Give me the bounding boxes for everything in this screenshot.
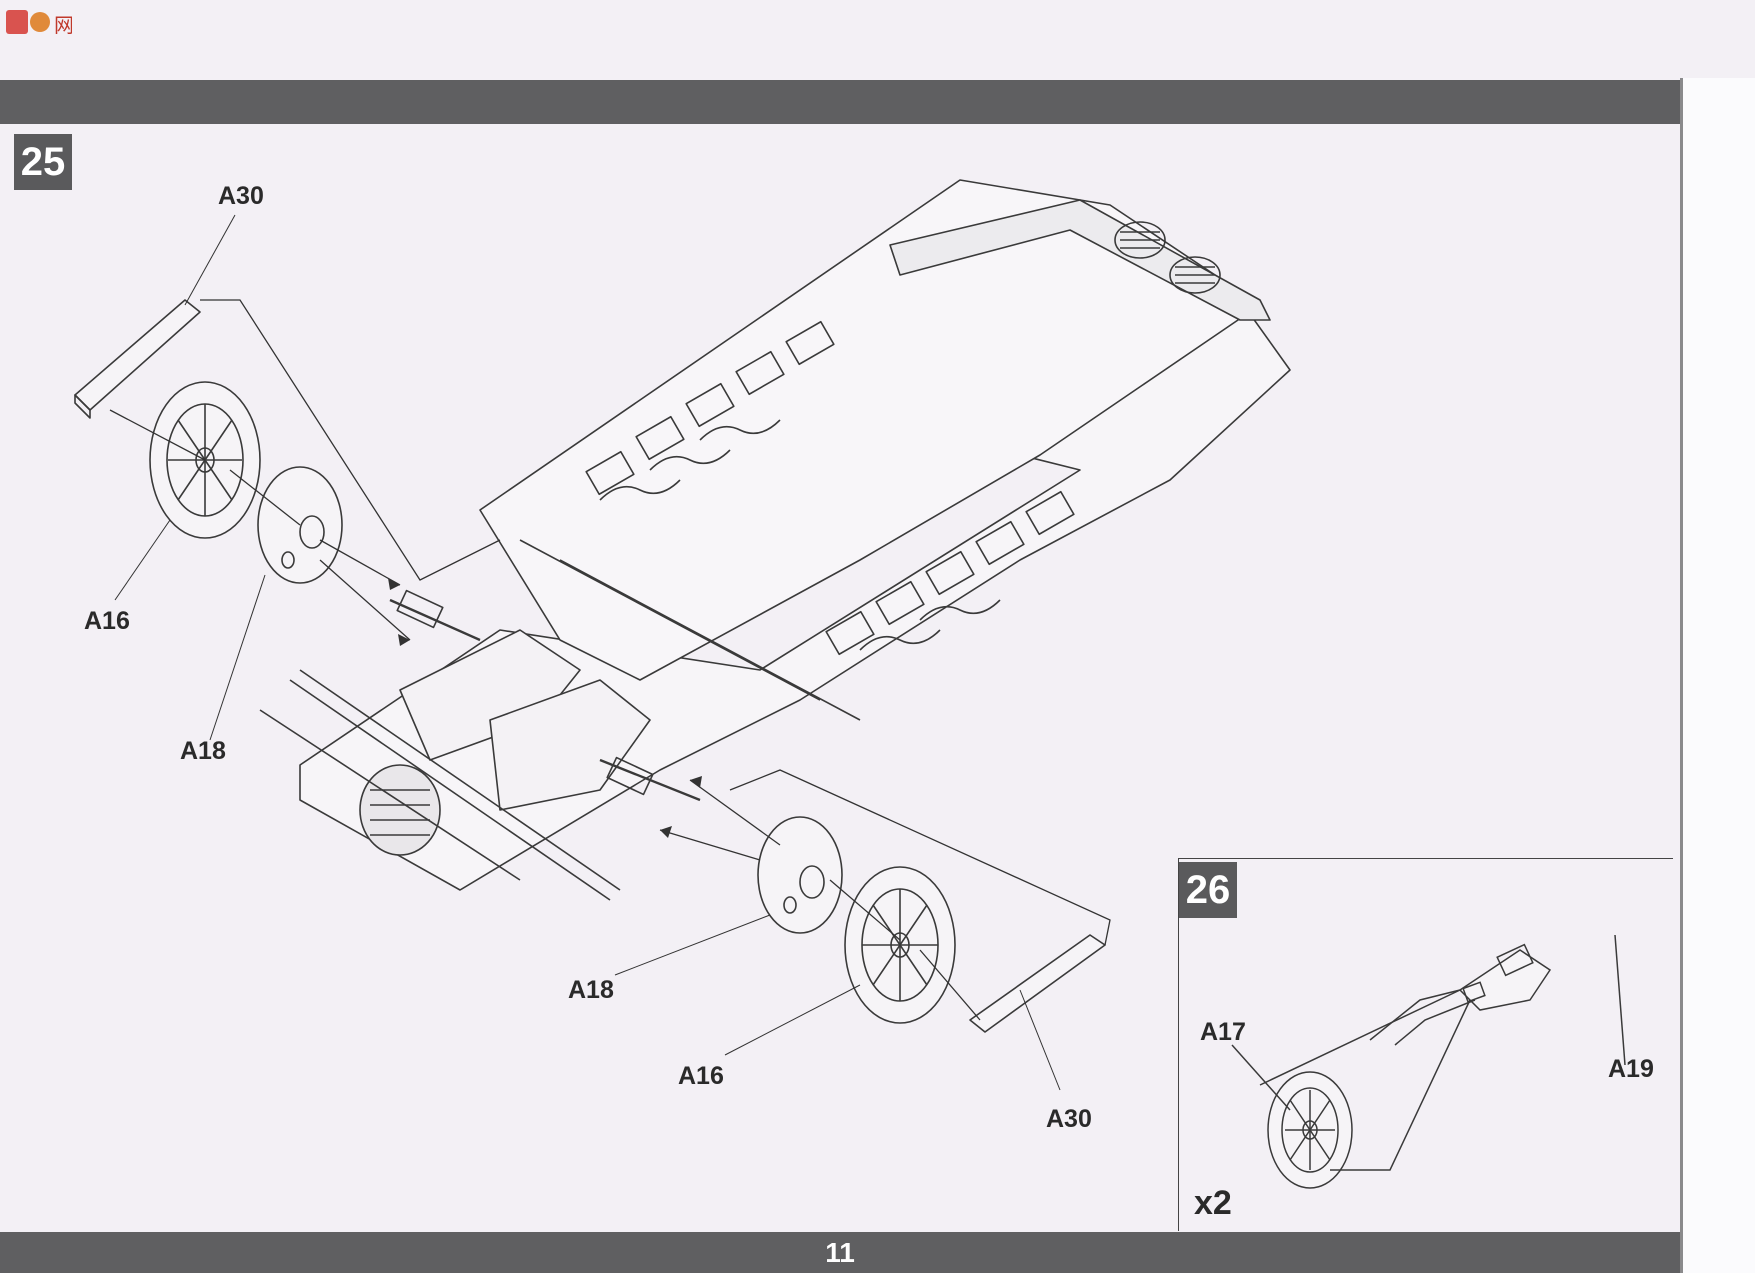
guide-line-a30-left xyxy=(200,299,501,581)
page-edge xyxy=(1680,78,1755,1273)
differential-block xyxy=(489,679,651,811)
engine-drum xyxy=(359,764,441,856)
label-a30-top: A30 xyxy=(218,182,264,210)
label-a16-left: A16 xyxy=(84,607,130,635)
label-a30-bottom: A30 xyxy=(1046,1105,1092,1133)
suspension-row-upper xyxy=(585,320,835,501)
header-band xyxy=(0,80,1680,124)
inset-suspension-drawing xyxy=(1231,934,1626,1189)
suspension-row-lower xyxy=(825,490,1075,656)
page-number: 11 xyxy=(825,1237,855,1268)
label-a18-left: A18 xyxy=(180,737,226,765)
guide-line-a30-right xyxy=(729,769,1111,946)
part-a30-right xyxy=(969,934,1106,1033)
label-a17: A17 xyxy=(1200,1018,1246,1046)
front-armor-plate xyxy=(889,199,1271,321)
part-a16-bottom-sprocket xyxy=(844,866,956,1024)
label-a18-bottom: A18 xyxy=(568,976,614,1004)
step-25-badge: 25 xyxy=(14,134,72,190)
step-26-badge: 26 xyxy=(1179,862,1237,918)
label-a16-bottom: A16 xyxy=(678,1062,724,1090)
footer-band xyxy=(0,1232,1680,1273)
front-grills xyxy=(1114,221,1221,294)
logo-text: 网 xyxy=(54,13,72,37)
label-a19: A19 xyxy=(1608,1055,1654,1083)
step-26-inset xyxy=(1178,858,1673,1231)
hull-upper-plate xyxy=(479,179,1261,681)
quantity-label: x2 xyxy=(1194,1184,1232,1222)
site-logo: 网 xyxy=(6,10,72,37)
part-a18-bottom-wheel xyxy=(757,816,843,934)
